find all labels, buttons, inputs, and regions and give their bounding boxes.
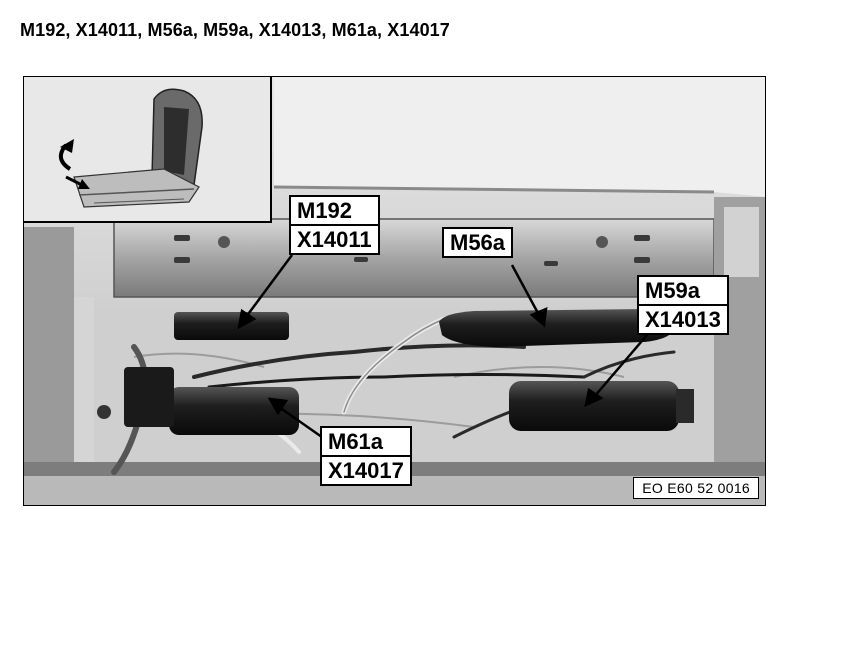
mount-bolt [97, 405, 111, 419]
cushion-edge [273, 185, 715, 194]
right-frame-panel [724, 207, 759, 277]
callout-x14011: X14011 [289, 224, 380, 255]
motor-m56a [439, 309, 676, 347]
callout-m61a: M61a [320, 426, 412, 457]
seat-crossbar [113, 218, 715, 298]
crossbar-slots [174, 235, 650, 266]
left-frame [24, 227, 74, 505]
motor-m61a-bracket [124, 367, 174, 427]
motor-m61a [169, 387, 299, 435]
inset-overview [24, 77, 272, 223]
seat-cushion [274, 77, 765, 197]
callout-m61a-x14017: M61a X14017 [320, 426, 412, 486]
callout-m59a-x14013: M59a X14013 [637, 275, 729, 335]
reference-code: EO E60 52 0016 [633, 477, 759, 499]
connector-m192 [174, 312, 289, 340]
callout-m192-x14011: M192 X14011 [289, 195, 380, 255]
callout-m192: M192 [289, 195, 380, 226]
left-frame-edge [74, 297, 94, 505]
callout-m59a: M59a [637, 275, 729, 306]
crossbar-bolt [218, 236, 230, 248]
callout-m56a: M56a [442, 227, 514, 258]
motor-m59a [509, 381, 679, 431]
page-title: M192, X14011, M56a, M59a, X14013, M61a, … [20, 20, 450, 40]
callout-x14017: X14017 [320, 455, 412, 486]
motor-m59a-connector [676, 389, 694, 423]
photo-frame: M192 X14011 M56a M59a X14013 M61a X14017… [23, 76, 766, 506]
crossbar-bolt [596, 236, 608, 248]
callout-x14013: X14013 [637, 304, 729, 335]
seat-inset-icon [24, 77, 270, 221]
